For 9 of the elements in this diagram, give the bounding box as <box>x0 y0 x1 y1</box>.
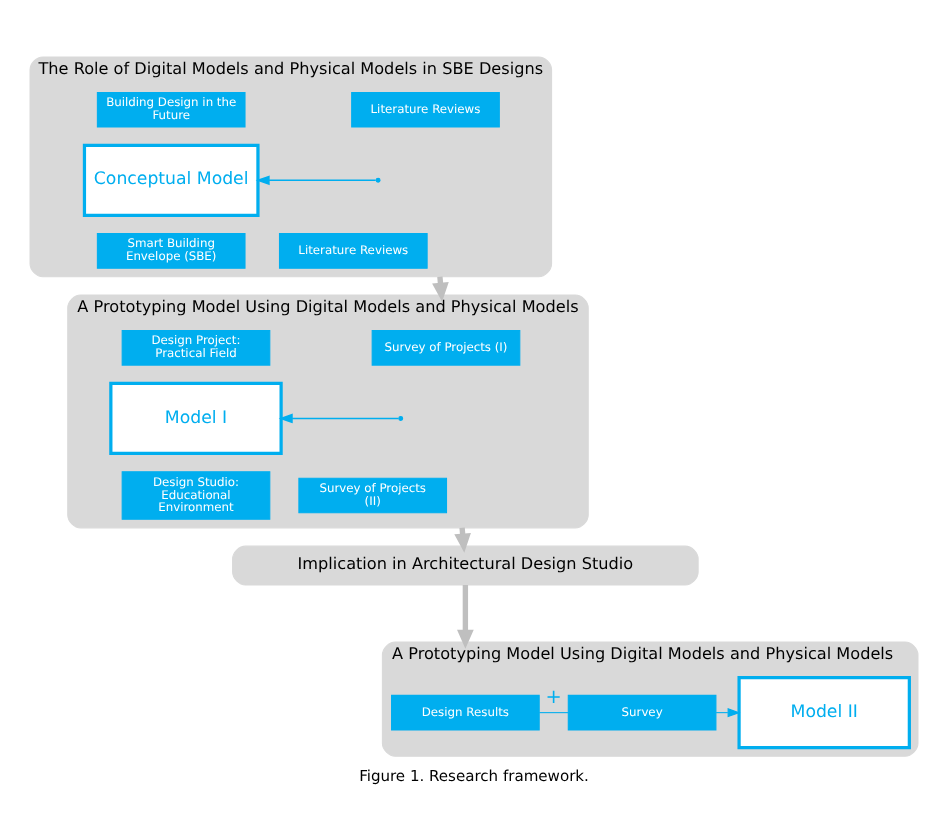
edge-label: + <box>545 686 562 709</box>
arrow <box>457 584 474 648</box>
node-box: Implication in Architectural Design Studio <box>232 544 699 585</box>
node-box: Conceptual Model <box>82 142 260 216</box>
arrow <box>255 174 377 185</box>
connector <box>538 711 569 713</box>
arrow <box>278 412 400 423</box>
node-box: Model I <box>109 380 283 455</box>
node-box: Model II <box>737 675 911 749</box>
